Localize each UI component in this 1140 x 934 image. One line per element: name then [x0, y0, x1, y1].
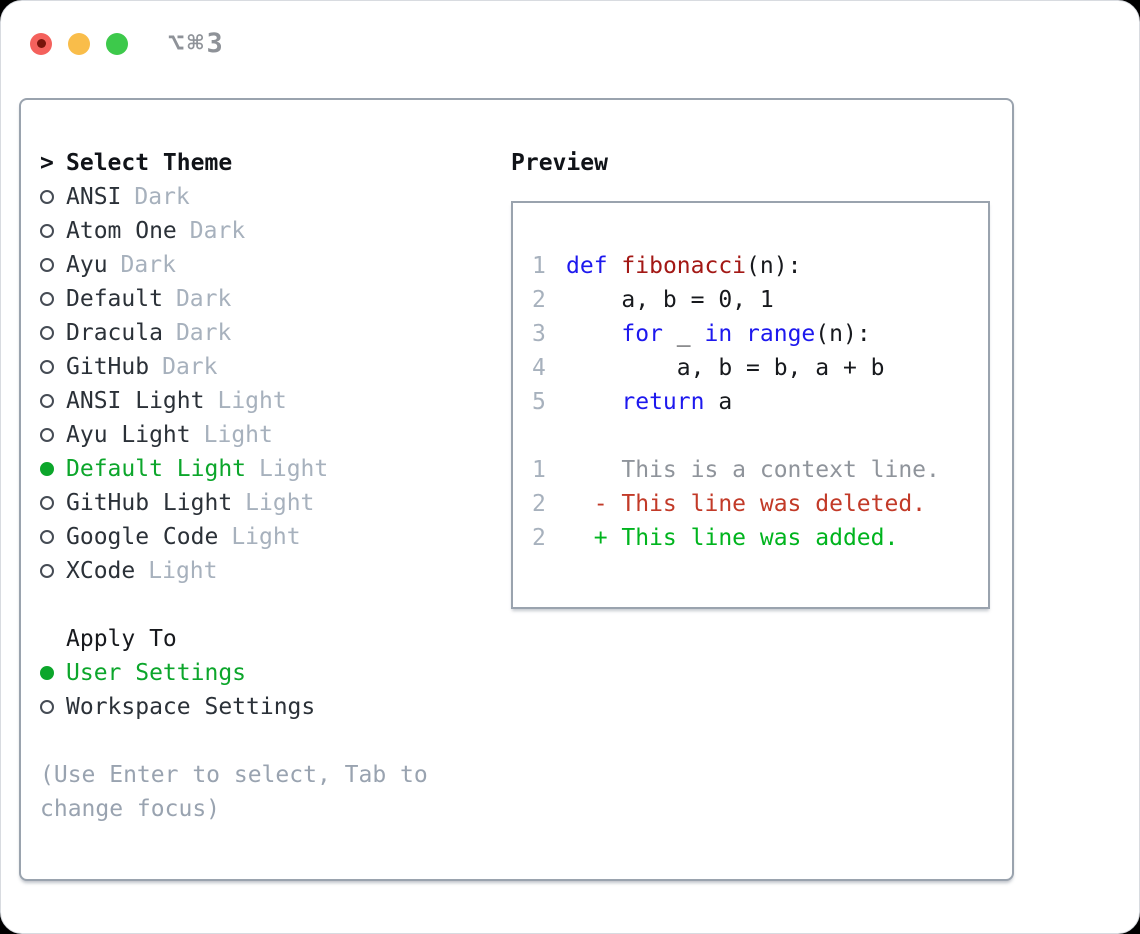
preview-line: 2 - This line was deleted. [532, 487, 988, 521]
theme-option-default-dark[interactable]: Default Dark [40, 282, 511, 316]
preview-line: 3 for _ in range(n): [532, 317, 988, 351]
radio-icon [40, 428, 54, 442]
preview-line: 5 return a [532, 385, 988, 419]
preview-line: 2 + This line was added. [532, 521, 988, 555]
spacer [40, 724, 511, 758]
apply-to-title: Apply To [66, 626, 177, 652]
theme-option-xcode-light[interactable]: XCode Light [40, 554, 511, 588]
radio-icon [40, 700, 54, 714]
hint-text: (Use Enter to select, Tab to change focu… [40, 762, 428, 822]
theme-option-ansi-dark[interactable]: ANSI Dark [40, 180, 511, 214]
select-theme-header: > Select Theme [40, 146, 511, 180]
theme-list: ANSI Dark Atom One Dark Ayu Dark Default… [40, 180, 511, 588]
code-text: def fibonacci(n): [566, 253, 802, 279]
close-button[interactable] [30, 32, 52, 55]
preview-line: 2 a, b = 0, 1 [532, 283, 988, 317]
theme-picker-panel: > Select Theme ANSI Dark Atom One Dark A… [19, 98, 1014, 881]
line-number: 1 [532, 253, 546, 279]
titlebar: ⌥⌘3 [30, 28, 226, 59]
preview-line: 4 a, b = b, a + b [532, 351, 988, 385]
line-number: 4 [532, 355, 546, 381]
radio-icon [40, 224, 54, 238]
line-number: 1 [532, 457, 546, 483]
theme-option-atom-one-dark[interactable]: Atom One Dark [40, 214, 511, 248]
radio-icon [40, 258, 54, 272]
line-number: 3 [532, 321, 546, 347]
apply-option-user-settings[interactable]: User Settings [40, 656, 511, 690]
line-number: 5 [532, 389, 546, 415]
radio-icon [40, 530, 54, 544]
focus-caret-icon: > [40, 150, 54, 176]
unsaved-indicator-dot [36, 39, 46, 48]
line-number: 2 [532, 525, 546, 551]
select-theme-title: Select Theme [66, 150, 233, 176]
code-text: a, b = b, a + b [566, 355, 885, 381]
preview-line: 1 This is a context line. [532, 453, 988, 487]
theme-option-github-light-light[interactable]: GitHub Light Light [40, 486, 511, 520]
code-text: This is a context line. [566, 457, 940, 483]
apply-option-workspace-settings[interactable]: Workspace Settings [40, 690, 511, 724]
line-number: 2 [532, 287, 546, 313]
preview-line [532, 419, 988, 453]
radio-icon [40, 360, 54, 374]
code-text: for _ in range(n): [621, 321, 871, 347]
theme-option-default-light-light[interactable]: Default Light Light [40, 452, 511, 486]
radio-icon [40, 666, 54, 680]
code-text: + This line was added. [566, 525, 899, 551]
code-text: a, b = 0, 1 [566, 287, 774, 313]
radio-icon [40, 292, 54, 306]
selector-column: > Select Theme ANSI Dark Atom One Dark A… [40, 146, 511, 879]
zoom-button[interactable] [106, 32, 128, 55]
code-text: - This line was deleted. [566, 491, 927, 517]
preview-title: Preview [511, 150, 608, 176]
radio-icon [40, 496, 54, 510]
theme-option-google-code-light[interactable]: Google Code Light [40, 520, 511, 554]
radio-icon [40, 564, 54, 578]
code-text: return a [621, 389, 733, 415]
spacer [40, 588, 511, 622]
radio-icon [40, 190, 54, 204]
theme-option-github-dark[interactable]: GitHub Dark [40, 350, 511, 384]
theme-option-dracula-dark[interactable]: Dracula Dark [40, 316, 511, 350]
theme-option-ayu-dark[interactable]: Ayu Dark [40, 248, 511, 282]
radio-icon [40, 326, 54, 340]
minimize-button[interactable] [68, 32, 90, 55]
apply-to-header: Apply To [40, 622, 511, 656]
apply-to-list: User Settings Workspace Settings [40, 656, 511, 724]
preview-line: 1 def fibonacci(n): [532, 249, 988, 283]
preview-header: Preview [511, 146, 990, 180]
radio-icon [40, 394, 54, 408]
theme-option-ayu-light-light[interactable]: Ayu Light Light [40, 418, 511, 452]
theme-option-ansi-light-light[interactable]: ANSI Light Light [40, 384, 511, 418]
radio-icon [40, 462, 54, 476]
window-title: ⌥⌘3 [168, 28, 226, 59]
line-number: 2 [532, 491, 546, 517]
